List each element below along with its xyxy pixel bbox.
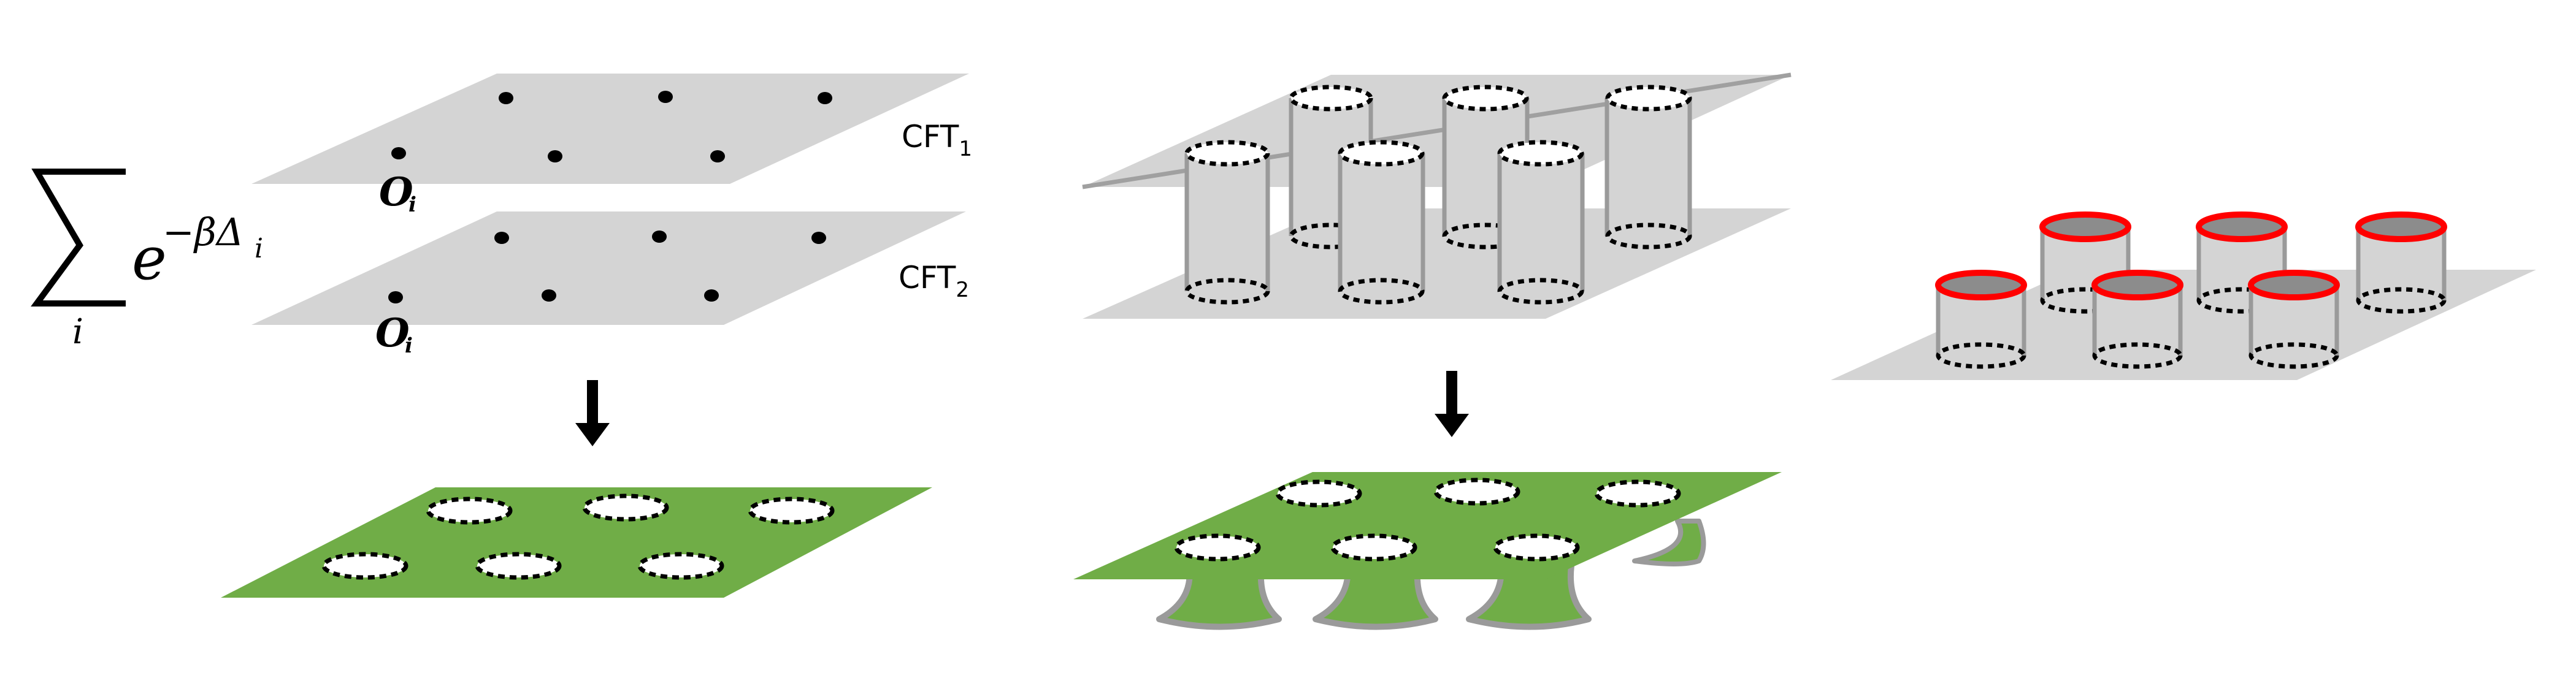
operator-dot [388, 291, 403, 303]
holes [321, 493, 835, 580]
cft1-plane [251, 74, 969, 184]
red-cap [2091, 270, 2183, 300]
hole [1275, 479, 1362, 508]
green-surface-with-tubes [1073, 472, 1782, 630]
operator-dot [658, 91, 673, 103]
hole [321, 552, 408, 580]
hole [1594, 479, 1681, 508]
operator-dot [811, 232, 826, 244]
hole [1330, 533, 1417, 562]
operator-dot [548, 150, 562, 162]
down-arrow-icon [1435, 371, 1469, 437]
green-surface-with-holes [221, 487, 932, 598]
tube [1338, 140, 1425, 305]
cft1-label: CFT1 [902, 119, 972, 161]
operator-dot [704, 289, 719, 302]
hole [1493, 533, 1580, 562]
hole [748, 497, 835, 525]
hole [475, 552, 562, 580]
cft1-operator-dots [391, 91, 832, 162]
hole [1433, 478, 1520, 506]
cft1-plane-group: O i CFT1 [251, 74, 972, 217]
cft2-plane-group: O i CFT2 [251, 211, 969, 358]
exponent-text: −βΔ [163, 210, 244, 254]
operator-dot [494, 232, 509, 244]
hole [426, 497, 513, 525]
operator-dot [710, 150, 725, 162]
hole [637, 552, 724, 580]
operator-label-top-index: i [408, 192, 416, 217]
holes [1174, 478, 1681, 562]
tube [1604, 85, 1692, 249]
red-cap [2196, 211, 2288, 242]
red-cap [2039, 211, 2131, 242]
summation-sign-icon [31, 169, 126, 307]
capped-tube [2355, 211, 2447, 314]
operator-label-bottom: O [375, 310, 410, 356]
tube [1184, 140, 1270, 305]
exponential-base: e [132, 224, 167, 293]
cft2-operator-dots [388, 230, 826, 303]
red-cap [2355, 211, 2447, 242]
cft2-label: CFT2 [899, 260, 969, 302]
tube-panel [1082, 72, 1792, 319]
operator-label-bottom-index: i [405, 333, 413, 358]
hole [1174, 533, 1261, 562]
operator-dot [499, 92, 513, 104]
operator-dot [652, 230, 667, 243]
tube [1497, 140, 1585, 305]
operator-label-top: O [379, 169, 413, 215]
red-cap [1935, 270, 2027, 300]
red-cap [2248, 270, 2340, 300]
operator-dot [542, 289, 556, 302]
capped-tube [2091, 270, 2183, 369]
down-arrow-icon [575, 380, 610, 446]
cft2-plane [251, 211, 966, 325]
hanging-tube [1632, 519, 1706, 566]
operator-dot [391, 147, 406, 159]
partition-sum-formula: i e −βΔ i [31, 169, 263, 352]
capped-tube [1935, 270, 2027, 369]
hole [582, 493, 669, 522]
capped-tube [2248, 270, 2340, 369]
operator-dot [818, 92, 832, 104]
exponent-index: i [255, 233, 263, 264]
capped-tube-panel [1831, 211, 2536, 380]
sum-index: i [72, 312, 83, 352]
